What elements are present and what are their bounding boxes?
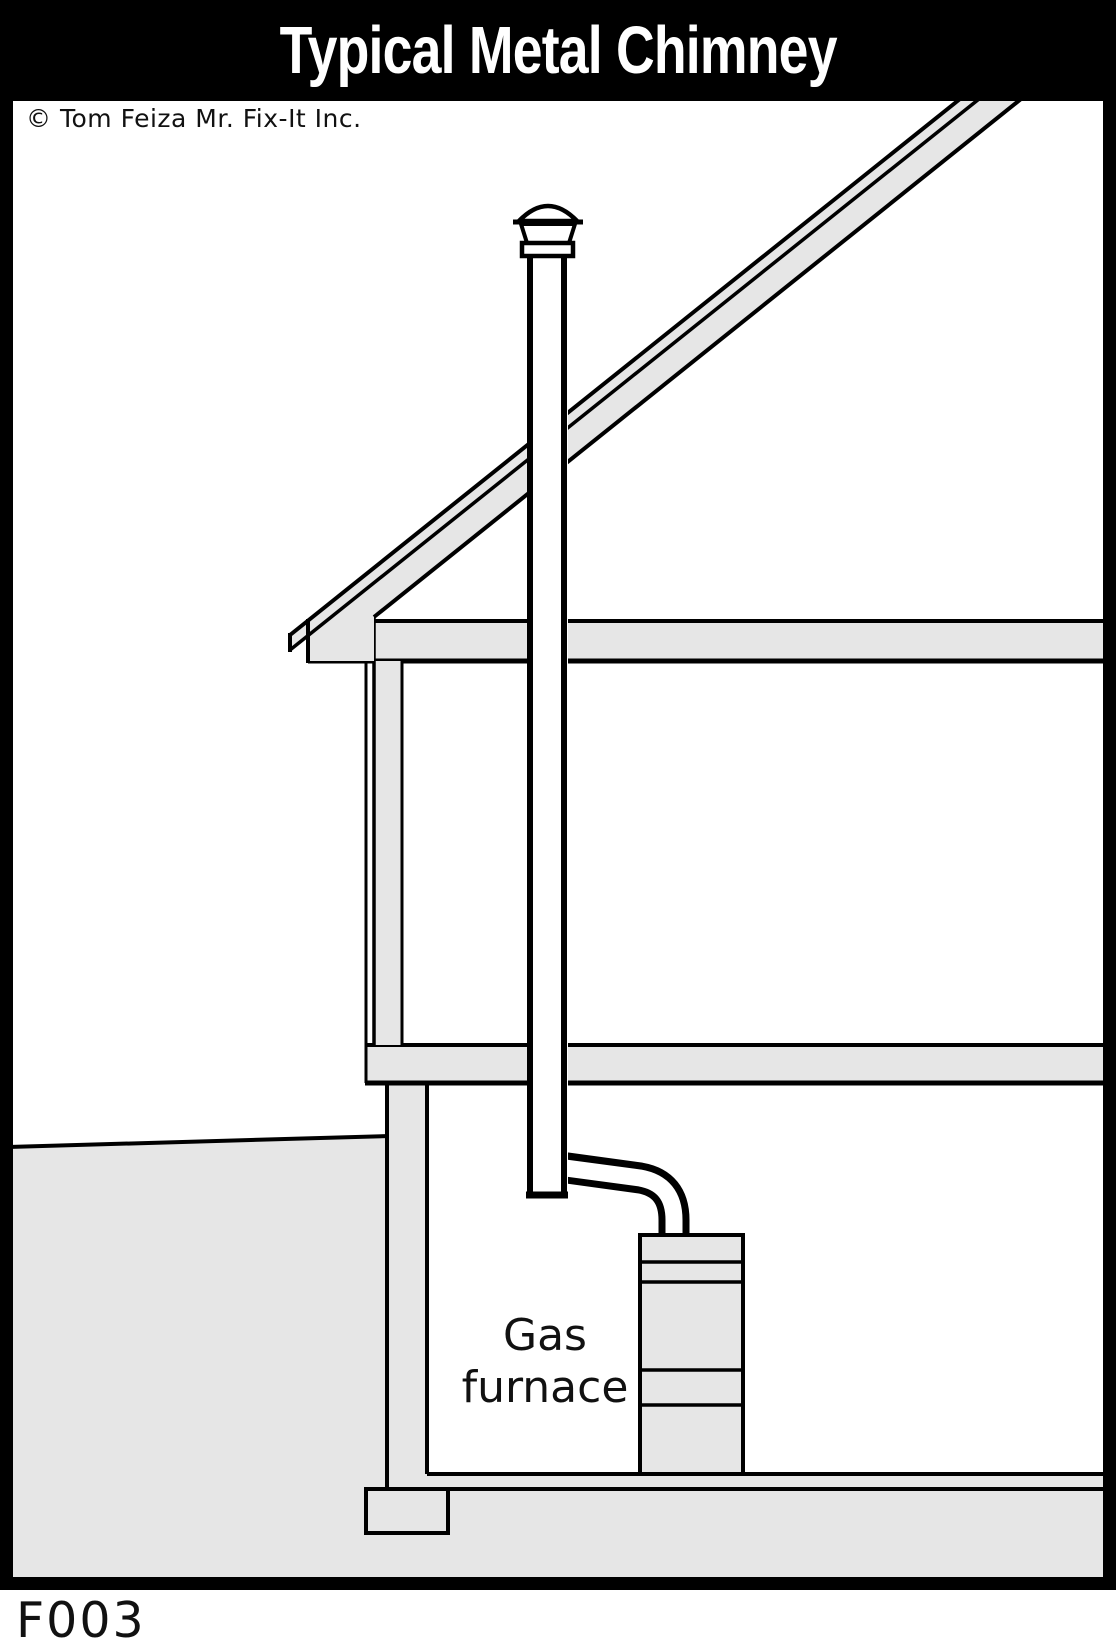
figure-code: F003 [16,1592,146,1649]
grade-line [7,1134,391,1149]
copyright-notice: © Tom Feiza Mr. Fix-It Inc. [26,104,362,133]
first-floor-band [365,1043,1105,1086]
ceiling-fill [374,621,1105,661]
gas-furnace [638,1233,745,1476]
gas-furnace-label-line2: furnace [461,1362,629,1413]
footing [364,1487,450,1535]
wall-stud-fill [374,661,402,1045]
attic-ceiling-band [308,619,1105,664]
cap-storm-collar [519,240,576,259]
foundation-fill [387,1083,427,1489]
metal-chimney-pipe [526,250,568,1199]
chimney-rain-cap [513,203,583,259]
earth [7,1134,1105,1582]
gas-furnace-label-line1: Gas [503,1310,587,1361]
vent-connector-body [556,1158,683,1244]
exterior-wall [364,613,404,1083]
cap-dome [513,203,583,224]
roof-outer-line [288,93,967,637]
foundation-wall [385,1083,429,1489]
title-bar: Typical Metal Chimney [0,0,1116,101]
cap-skirt [518,222,578,245]
earth-fill [8,1136,1105,1582]
roof-underside-line [372,93,1028,619]
roof-sheathing-line [288,93,986,652]
furnace-cabinet [638,1233,745,1476]
gas-furnace-label: Gas furnace [425,1310,665,1414]
roof-fill [290,95,1026,661]
page-title: Typical Metal Chimney [279,13,837,88]
roof [288,93,1028,663]
floor-fill [365,1045,1105,1083]
vent-connector [556,1151,690,1244]
